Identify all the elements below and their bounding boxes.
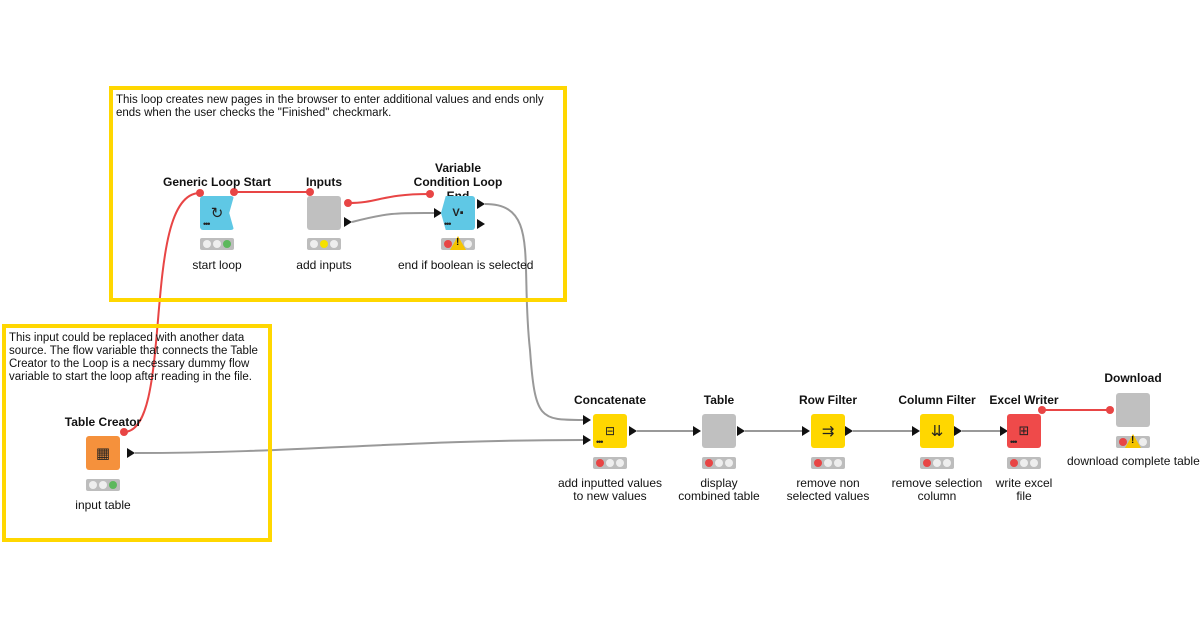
flow-connection[interactable] xyxy=(123,192,201,433)
node-icon-box[interactable]: ⇉ xyxy=(811,414,845,448)
flow-port[interactable] xyxy=(230,188,238,196)
node-icon-box[interactable] xyxy=(1116,393,1150,427)
node-icon-box[interactable]: ▦ xyxy=(86,436,120,470)
node-title: Generic Loop Start xyxy=(162,175,272,189)
node-icon-box[interactable]: ⊟ ••• xyxy=(593,414,627,448)
data-connection[interactable] xyxy=(134,439,584,454)
node-title: Column Filter xyxy=(898,393,976,407)
column-filter-icon: ⇊ xyxy=(930,423,944,440)
data-port[interactable] xyxy=(845,426,853,436)
status-lights xyxy=(1007,457,1041,469)
flow-port[interactable] xyxy=(120,428,128,436)
status-lights xyxy=(811,457,845,469)
flow-port[interactable] xyxy=(196,189,204,197)
flow-port[interactable] xyxy=(344,199,352,207)
warning-icon xyxy=(450,236,466,250)
node-title: Excel Writer xyxy=(989,393,1059,407)
data-port[interactable] xyxy=(127,448,135,458)
status-lights xyxy=(593,457,627,469)
node-title: Inputs xyxy=(306,175,342,189)
annotation-loop[interactable]: This loop creates new pages in the brows… xyxy=(109,86,567,302)
status-lights xyxy=(307,238,341,250)
node-icon-box[interactable]: V▪ ••• xyxy=(441,196,475,230)
data-port[interactable] xyxy=(477,219,485,229)
node-label: display combined table xyxy=(678,476,760,503)
node-label: add inputs xyxy=(296,258,352,272)
data-connection[interactable] xyxy=(351,211,437,223)
flow-port[interactable] xyxy=(1038,406,1046,414)
node-label: add inputted values to new values xyxy=(557,476,663,503)
concatenate-icon: ⊟ xyxy=(604,424,616,438)
data-port[interactable] xyxy=(344,217,352,227)
node-label: end if boolean is selected xyxy=(398,258,534,272)
node-title: Concatenate xyxy=(573,393,647,407)
status-lights xyxy=(920,457,954,469)
data-port[interactable] xyxy=(583,415,591,425)
loop-icon: ↻ xyxy=(210,205,224,222)
status-lights xyxy=(702,457,736,469)
node-title: Row Filter xyxy=(798,393,857,407)
node-icon-box[interactable] xyxy=(702,414,736,448)
row-filter-icon: ⇉ xyxy=(821,423,835,440)
node-icon-box[interactable] xyxy=(307,196,341,230)
table-create-icon: ▦ xyxy=(95,445,111,462)
data-port[interactable] xyxy=(737,426,745,436)
flow-port[interactable] xyxy=(426,190,434,198)
annotation-text: This loop creates new pages in the brows… xyxy=(116,94,544,119)
status-lights xyxy=(86,479,120,491)
data-port[interactable] xyxy=(629,426,637,436)
node-label: download complete table xyxy=(1067,454,1200,468)
node-icon-box[interactable]: ⊞ ••• xyxy=(1007,414,1041,448)
annotation-text: This input could be replaced with anothe… xyxy=(9,332,258,383)
data-port[interactable] xyxy=(802,426,810,436)
node-title: Table Creator xyxy=(64,415,142,429)
node-title: Download xyxy=(1104,371,1162,385)
excel-icon: ⊞ xyxy=(1018,423,1030,438)
node-label: start loop xyxy=(192,258,242,272)
variable-condition-icon: V▪ xyxy=(452,207,464,219)
data-port[interactable] xyxy=(912,426,920,436)
node-label: remove non selected values xyxy=(786,476,870,503)
node-label: write excel file xyxy=(995,476,1053,503)
data-port[interactable] xyxy=(477,199,485,209)
data-port[interactable] xyxy=(583,435,591,445)
status-lights xyxy=(200,238,234,250)
data-port[interactable] xyxy=(954,426,962,436)
flow-connection[interactable] xyxy=(347,193,431,204)
flow-port[interactable] xyxy=(1106,406,1114,414)
flow-port[interactable] xyxy=(306,188,314,196)
annotation-input[interactable]: This input could be replaced with anothe… xyxy=(2,324,272,542)
data-port[interactable] xyxy=(1000,426,1008,436)
data-port[interactable] xyxy=(434,208,442,218)
node-icon-box[interactable]: ⇊ xyxy=(920,414,954,448)
data-port[interactable] xyxy=(693,426,701,436)
data-connection[interactable] xyxy=(484,203,584,421)
node-label: remove selection column xyxy=(891,476,983,503)
node-label: input table xyxy=(75,498,131,512)
warning-icon xyxy=(1125,434,1141,448)
node-icon-box[interactable]: ↻ ••• xyxy=(200,196,234,230)
node-title: Table xyxy=(703,393,735,407)
